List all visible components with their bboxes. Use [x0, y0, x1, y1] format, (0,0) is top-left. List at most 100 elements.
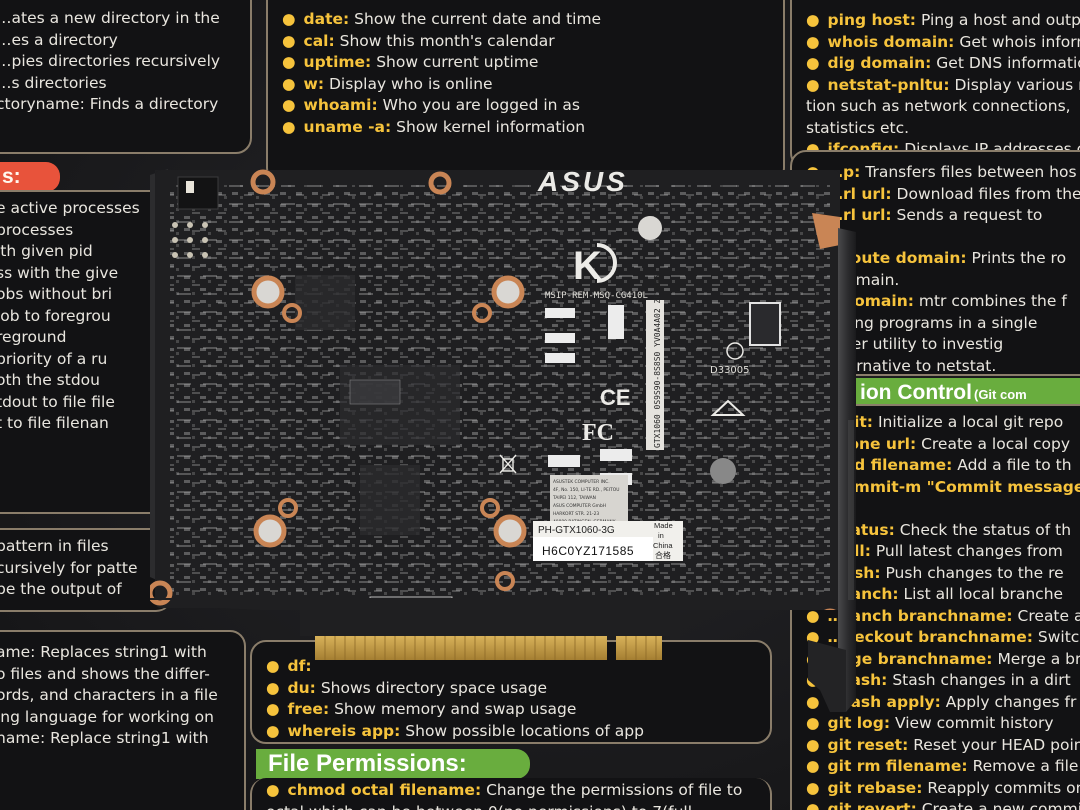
command-description: Initialize a local git repo: [877, 413, 1064, 431]
svg-text:GTX1060 0S9S90-8S8S0 YV0A4A02: GTX1060 0S9S90-8S8S0 YV0A4A02 ZE2045: [653, 274, 662, 448]
command-name: git revert: [828, 800, 917, 810]
sticker-line: TAIPEI 112, TAIWAN: [552, 495, 596, 501]
weee-icon: [499, 454, 517, 474]
bullet-icon: ●: [282, 96, 296, 114]
cheatsheet-line: ●du Shows directory space usage: [266, 678, 770, 700]
command-description: Prints the ro: [971, 249, 1067, 267]
command-description: Add a file to th: [957, 456, 1072, 474]
cheatsheet-line: ●netstat-pnltu Display various n: [806, 75, 1080, 97]
command-description: tion such as network connections,: [806, 97, 1071, 115]
command-name: uname -a: [304, 118, 392, 136]
bullet-icon: ●: [806, 54, 820, 72]
cheatsheet-line: ●uname -a Show kernel information: [282, 117, 783, 139]
sticker-line: HARKORT STR. 21-23: [553, 511, 599, 517]
cheatsheet-line: ●dig domain Get DNS informatio: [806, 53, 1080, 75]
cheatsheet-line: …es a directory: [0, 30, 118, 49]
cheatsheet-line: ith given pid: [0, 242, 93, 260]
cheatsheet-line: ●cal Show this month's calendar: [282, 31, 783, 53]
mousepad-panel-file-permissions: ●chmod octal filename Change the permiss…: [250, 778, 772, 810]
cheatsheet-line: obs without bri: [0, 285, 113, 303]
graphics-card-pcb: ASUS K MSIP-REM-MSQ-CG410L CE FC D33005: [150, 166, 840, 610]
bullet-icon: ●: [282, 53, 296, 71]
command-name: whoami: [304, 96, 378, 114]
bullet-icon: ●: [806, 606, 820, 625]
label-model: PH-GTX1060-3G: [538, 525, 615, 536]
cheatsheet-line: ● whoami Who you are logged in as: [282, 95, 783, 117]
command-name: netstat-pnltu: [828, 76, 950, 94]
cheatsheet-line: ●…route domain Prints the ro: [806, 248, 1080, 270]
bullet-icon: ●: [266, 678, 280, 697]
bullet-icon: ●: [266, 781, 280, 799]
cheatsheet-line: ●git revert Create a new commit: [806, 799, 1080, 810]
bullet-icon: ●: [806, 628, 820, 646]
version-control-subtitle: (Git com: [973, 387, 1027, 402]
command-description: Show memory and swap usage: [334, 700, 577, 718]
command-name: ping host: [828, 11, 916, 29]
bullet-icon: ●: [266, 657, 280, 675]
bullet-icon: ●: [266, 721, 280, 740]
cheatsheet-line: ●…rl url Download files from the: [806, 184, 1080, 206]
sticker-line: ASUS COMPUTER GmbH: [553, 503, 606, 509]
bullet-icon: ●: [282, 10, 296, 28]
command-description: Apply changes fr: [945, 692, 1077, 711]
bullet-icon: ●: [806, 714, 820, 732]
command-name: uptime: [304, 53, 372, 71]
command-description: Create a: [1017, 606, 1080, 625]
cheatsheet-line: ords, and characters in a file: [0, 686, 218, 704]
command-name: dig domain: [828, 54, 932, 72]
command-description: Show the current date and time: [354, 10, 602, 28]
mousepad-panel-left-top: …ates a new directory in the…es a direct…: [0, 0, 252, 154]
command-name: …rl url: [828, 206, 892, 224]
cheatsheet-line: ●git rebase Reapply commits on: [806, 778, 1080, 800]
left-mid-list: e active processes processes ith given pid…: [0, 198, 172, 435]
command-description: Download files from the: [896, 184, 1080, 203]
bullet-icon: ●: [806, 32, 820, 51]
bullet-icon: ●: [806, 649, 820, 668]
mousepad-panel-left-mid: e active processes processes ith given pid…: [0, 190, 172, 514]
command-description: Sends a request to: [896, 206, 1043, 224]
command-description: Transfers files between hos: [865, 163, 1077, 181]
command-name: free: [288, 700, 330, 718]
pcb-code: CG410L: [393, 602, 426, 610]
command-description: Check the status of th: [899, 520, 1072, 539]
sticker-line: ASUSTEK COMPUTER INC.: [553, 479, 610, 485]
cheatsheet-line: ●w Display who is online: [282, 74, 783, 96]
command-name: …tash: [828, 671, 888, 689]
cheatsheet-line: priority of a ru: [0, 349, 108, 368]
bullet-icon: ●: [806, 671, 820, 689]
cheatsheet-line: ●…dd filename Add a file to th: [806, 455, 1080, 477]
bullet-icon: ●: [282, 74, 296, 93]
cheatsheet-line: processes: [0, 220, 74, 239]
command-description: Show kernel information: [396, 117, 586, 136]
command-name: cal: [304, 32, 335, 50]
command-name: …dd filename: [828, 456, 953, 474]
command-description: Who you are logged in as: [382, 96, 580, 114]
cheatsheet-line: ●free Show memory and swap usage: [266, 699, 770, 721]
command-name: …heckout branchname: [828, 628, 1033, 646]
cheatsheet-line: ●…rge branchname Merge a bra: [806, 649, 1080, 671]
command-name: …ranch branchname: [828, 607, 1013, 625]
sticker-line: 4F, No. 150, LI-TE RD., PEITOU: [553, 487, 619, 493]
cheatsheet-line: t to file filenan: [0, 414, 109, 432]
mousepad-panel-right-top: ● ping host Ping a host and output ● whois …: [790, 0, 1080, 169]
cheatsheet-line: pe the output of: [0, 580, 122, 598]
cheatsheet-line: ●chmod octal filename Change the permiss…: [266, 780, 770, 802]
command-description: Remove a file fr: [972, 757, 1080, 775]
cheatsheet-line: ss with the give: [0, 263, 119, 282]
cheatsheet-line: e active processes: [0, 199, 140, 217]
cheatsheet-line: octal which can be between 0(no permissi…: [266, 802, 770, 810]
cheatsheet-line: job to foregrou: [0, 306, 111, 325]
bullet-icon: ●: [806, 11, 820, 29]
cheatsheet-line: statistics etc.: [806, 118, 1080, 140]
command-description: Ping a host and output: [920, 11, 1080, 29]
cheatsheet-line: …s directories: [0, 73, 107, 92]
command-description: Stash changes in a dirt: [892, 671, 1071, 689]
command-name: df: [288, 657, 312, 675]
command-name: whois domain: [828, 33, 955, 51]
graphics-card: ASUS K MSIP-REM-MSQ-CG410L CE FC D33005: [150, 165, 850, 610]
command-name: git reset: [828, 736, 909, 754]
section-bar-file-permissions: File Permissions:: [256, 749, 530, 779]
